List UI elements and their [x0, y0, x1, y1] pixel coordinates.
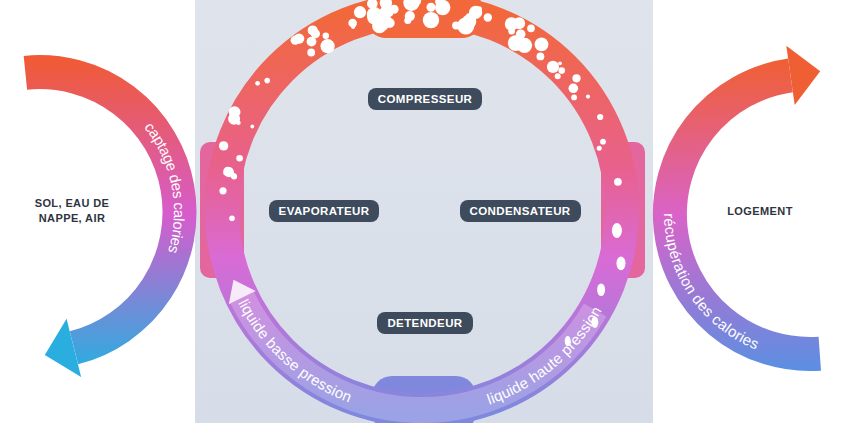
bubble [484, 13, 492, 21]
bubble [219, 141, 228, 150]
bubble [352, 23, 356, 27]
bubble [469, 6, 482, 19]
condensate-drop [617, 256, 626, 270]
bubble [405, 11, 415, 21]
bubble [427, 17, 436, 26]
bubble [600, 139, 606, 145]
left-arrow-band [25, 72, 179, 348]
component-pill: EVAPORATEUR [269, 200, 380, 222]
bubble [423, 12, 439, 28]
component-name: EVAPORATEUR [279, 205, 370, 217]
curved-label: liquide haute pression [485, 303, 605, 407]
bubble [427, 3, 436, 12]
component-pill: CONDENSATEUR [460, 200, 581, 222]
curved-label: récupération des calories [662, 213, 762, 352]
bubble [571, 95, 577, 101]
condensate-drop [597, 283, 605, 296]
bubble [527, 25, 535, 33]
bubble [558, 67, 565, 74]
bubble [236, 155, 243, 162]
component-pill: DETENDEUR [377, 312, 472, 334]
component-name: COMPRESSEUR [378, 93, 473, 105]
condensate-drop [612, 223, 622, 238]
bubble [614, 178, 622, 186]
curved-label: liquide basse pression [236, 296, 355, 405]
bubble [367, 0, 378, 9]
bubble [231, 174, 237, 180]
bubble [228, 113, 240, 125]
component-name: DETENDEUR [387, 317, 462, 329]
bubble [555, 73, 561, 79]
component-pill: COMPRESSEUR [368, 88, 483, 110]
vapour-bubbles [219, 0, 626, 346]
bubble [380, 0, 392, 9]
bubble [223, 167, 231, 175]
bubble [464, 17, 472, 25]
bubble [569, 84, 579, 94]
curved-label: récupération des calories [662, 213, 762, 352]
bubble [250, 125, 254, 129]
bubble [321, 39, 335, 53]
right-arrow-band [670, 75, 820, 354]
bubble [597, 146, 602, 151]
left-arrow-head [45, 319, 81, 377]
bubble [514, 39, 524, 49]
center-panel [195, 0, 653, 423]
source-label: LOGEMENT [705, 204, 815, 219]
bubble [505, 17, 518, 30]
component-name: CONDENSATEUR [470, 205, 571, 217]
bubble [408, 0, 422, 7]
bubble [435, 0, 450, 15]
bubble [219, 187, 226, 194]
right-arrow-head [786, 46, 820, 105]
curved-label: liquide haute pression [485, 303, 605, 407]
bubble [572, 74, 580, 82]
bubble [264, 78, 270, 84]
bubble [229, 216, 235, 222]
bubble [586, 95, 590, 99]
bubble [537, 53, 545, 61]
bubble [294, 33, 304, 43]
bubble [354, 6, 366, 18]
bubble [385, 18, 395, 28]
bubble [558, 61, 562, 65]
curved-label: captage des calories [142, 118, 189, 255]
bubble [597, 114, 603, 120]
bubble [307, 37, 317, 47]
source-label: SOL, EAU DE NAPPE, AIR [24, 196, 120, 226]
refrigerant-ring [222, 10, 622, 410]
bubble [255, 81, 260, 86]
bubble [535, 38, 549, 52]
bubble [547, 61, 559, 73]
bubble [452, 22, 460, 30]
curved-label: liquide basse pression [236, 296, 355, 405]
bubble [323, 33, 329, 39]
bubble [307, 49, 315, 57]
bubble [379, 13, 384, 18]
curved-label: captage des calories [142, 118, 189, 255]
